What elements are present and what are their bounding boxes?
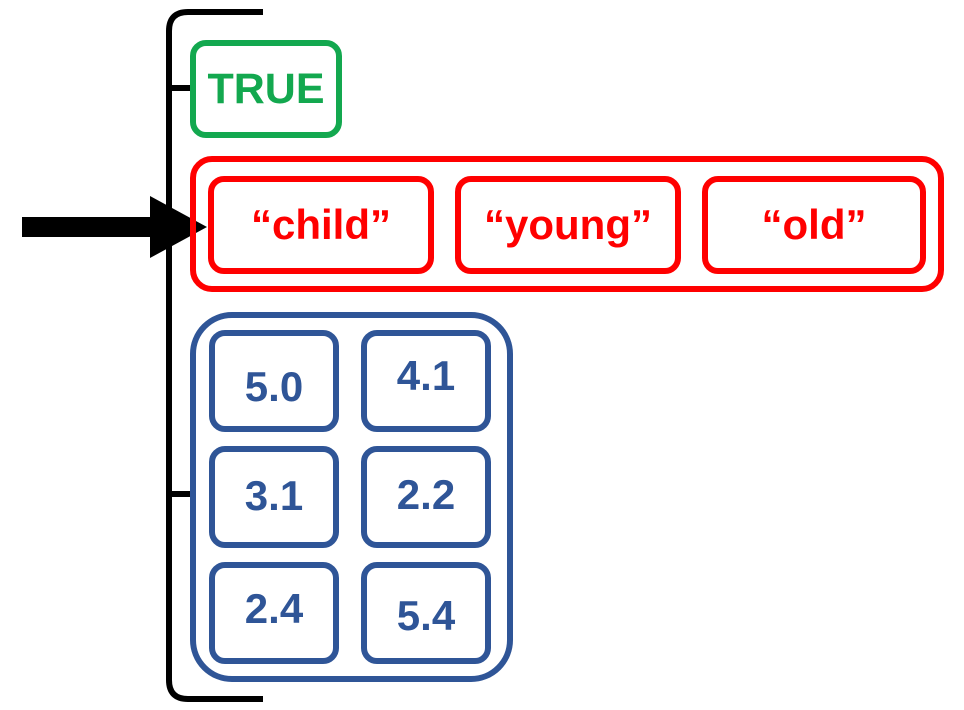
matrix-cell-r2-c2: 2.2 [361, 446, 491, 548]
logical-element-box: TRUE [190, 40, 342, 138]
matrix-value-r1-c2: 4.1 [396, 352, 456, 399]
character-element-old-box: “old” [702, 176, 926, 274]
character-element-child-box: “child” [208, 176, 434, 274]
character-element-young-value: “young” [484, 201, 652, 248]
matrix-cell-r2-c1: 3.1 [209, 446, 339, 548]
matrix-value-r3-c2: 5.4 [396, 592, 456, 639]
selection-arrow-icon [22, 196, 207, 258]
matrix-cell-r3-c2: 5.4 [361, 562, 491, 664]
matrix-value-r1-c1: 5.0 [244, 363, 304, 410]
character-element-young-box: “young” [455, 176, 681, 274]
character-vector-container [190, 156, 944, 292]
matrix-cell-r1-c2: 4.1 [361, 330, 491, 432]
matrix-value-r2-c1: 3.1 [244, 472, 304, 519]
character-element-old-value: “old” [761, 201, 867, 248]
matrix-value-r3-c1: 2.4 [244, 585, 304, 632]
character-element-child-value: “child” [250, 201, 391, 248]
matrix-value-r2-c2: 2.2 [396, 471, 456, 518]
numeric-matrix-container [190, 312, 513, 682]
logical-element-value: TRUE [207, 64, 325, 113]
matrix-cell-r3-c1: 2.4 [209, 562, 339, 664]
list-bracket [166, 9, 263, 702]
matrix-cell-r1-c1: 5.0 [209, 330, 339, 432]
